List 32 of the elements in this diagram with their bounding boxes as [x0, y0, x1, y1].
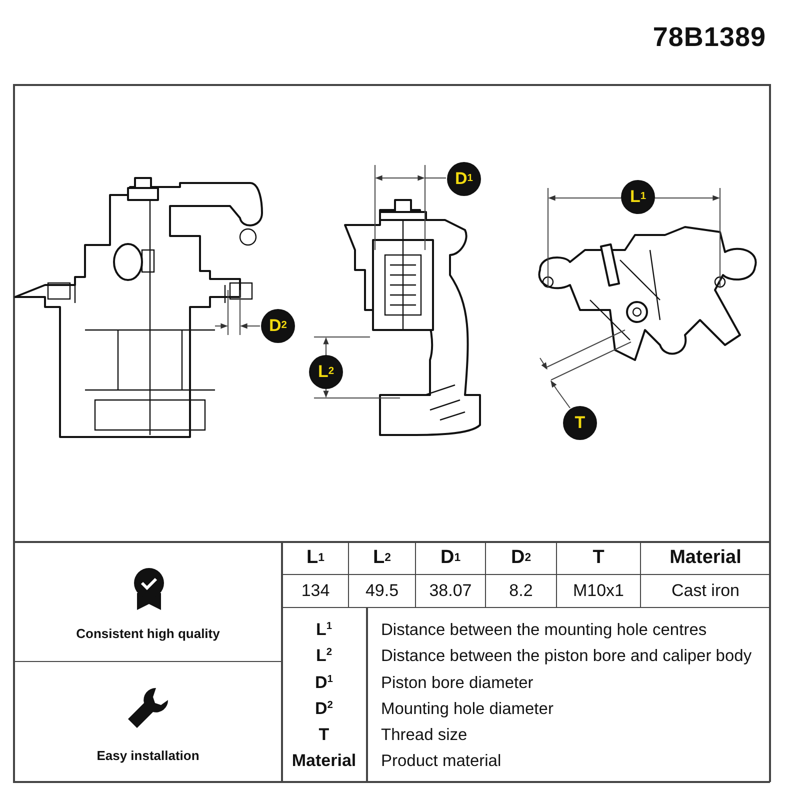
dimension-description: Product material — [380, 751, 502, 772]
table-value: M10x1 — [556, 575, 640, 608]
dimension-description: Mounting hole diameter — [380, 698, 554, 720]
dimension-key: T — [282, 722, 366, 748]
feature-caption: Easy installation — [96, 748, 200, 763]
dimension-key: Material — [282, 748, 366, 775]
dimension-description: Distance between the mounting hole centres — [380, 620, 708, 641]
dimension-description: Thread size — [380, 725, 468, 746]
table-value: 49.5 — [348, 575, 415, 608]
dimension-key: D$^{1}$ — [282, 670, 366, 696]
dimension-key: D$^{2}$ — [282, 696, 366, 722]
callout-badge: D$^{2}$ — [261, 309, 295, 343]
table-header: L$^{2}$ — [348, 542, 415, 575]
table-value: 134 — [282, 575, 348, 608]
table-value: 38.07 — [415, 575, 485, 608]
table-header: Material — [640, 542, 770, 575]
callout-badge: D$^{1}$ — [447, 162, 481, 196]
dimension-key: L$^{1}$ — [282, 617, 366, 644]
callout-badge: T — [563, 406, 597, 440]
table-header: T — [556, 542, 640, 575]
dimension-key: L$^{2}$ — [282, 643, 366, 670]
callout-badge: L$^{2}$ — [309, 355, 343, 389]
dimension-description: Distance between the piston bore and caliper body — [380, 646, 753, 668]
table-header: D$^{1}$ — [415, 542, 485, 575]
part-number: 78B1389 — [652, 22, 766, 53]
table-header: L$^{1}$ — [282, 542, 348, 575]
table-value: 8.2 — [485, 575, 556, 608]
feature-caption: Consistent high quality — [75, 626, 221, 641]
dimension-description: Piston bore diameter — [380, 672, 534, 694]
table-header: D$^{2}$ — [485, 542, 556, 575]
table-value: Cast iron — [640, 575, 770, 608]
callout-badge: L$^{1}$ — [621, 180, 655, 214]
